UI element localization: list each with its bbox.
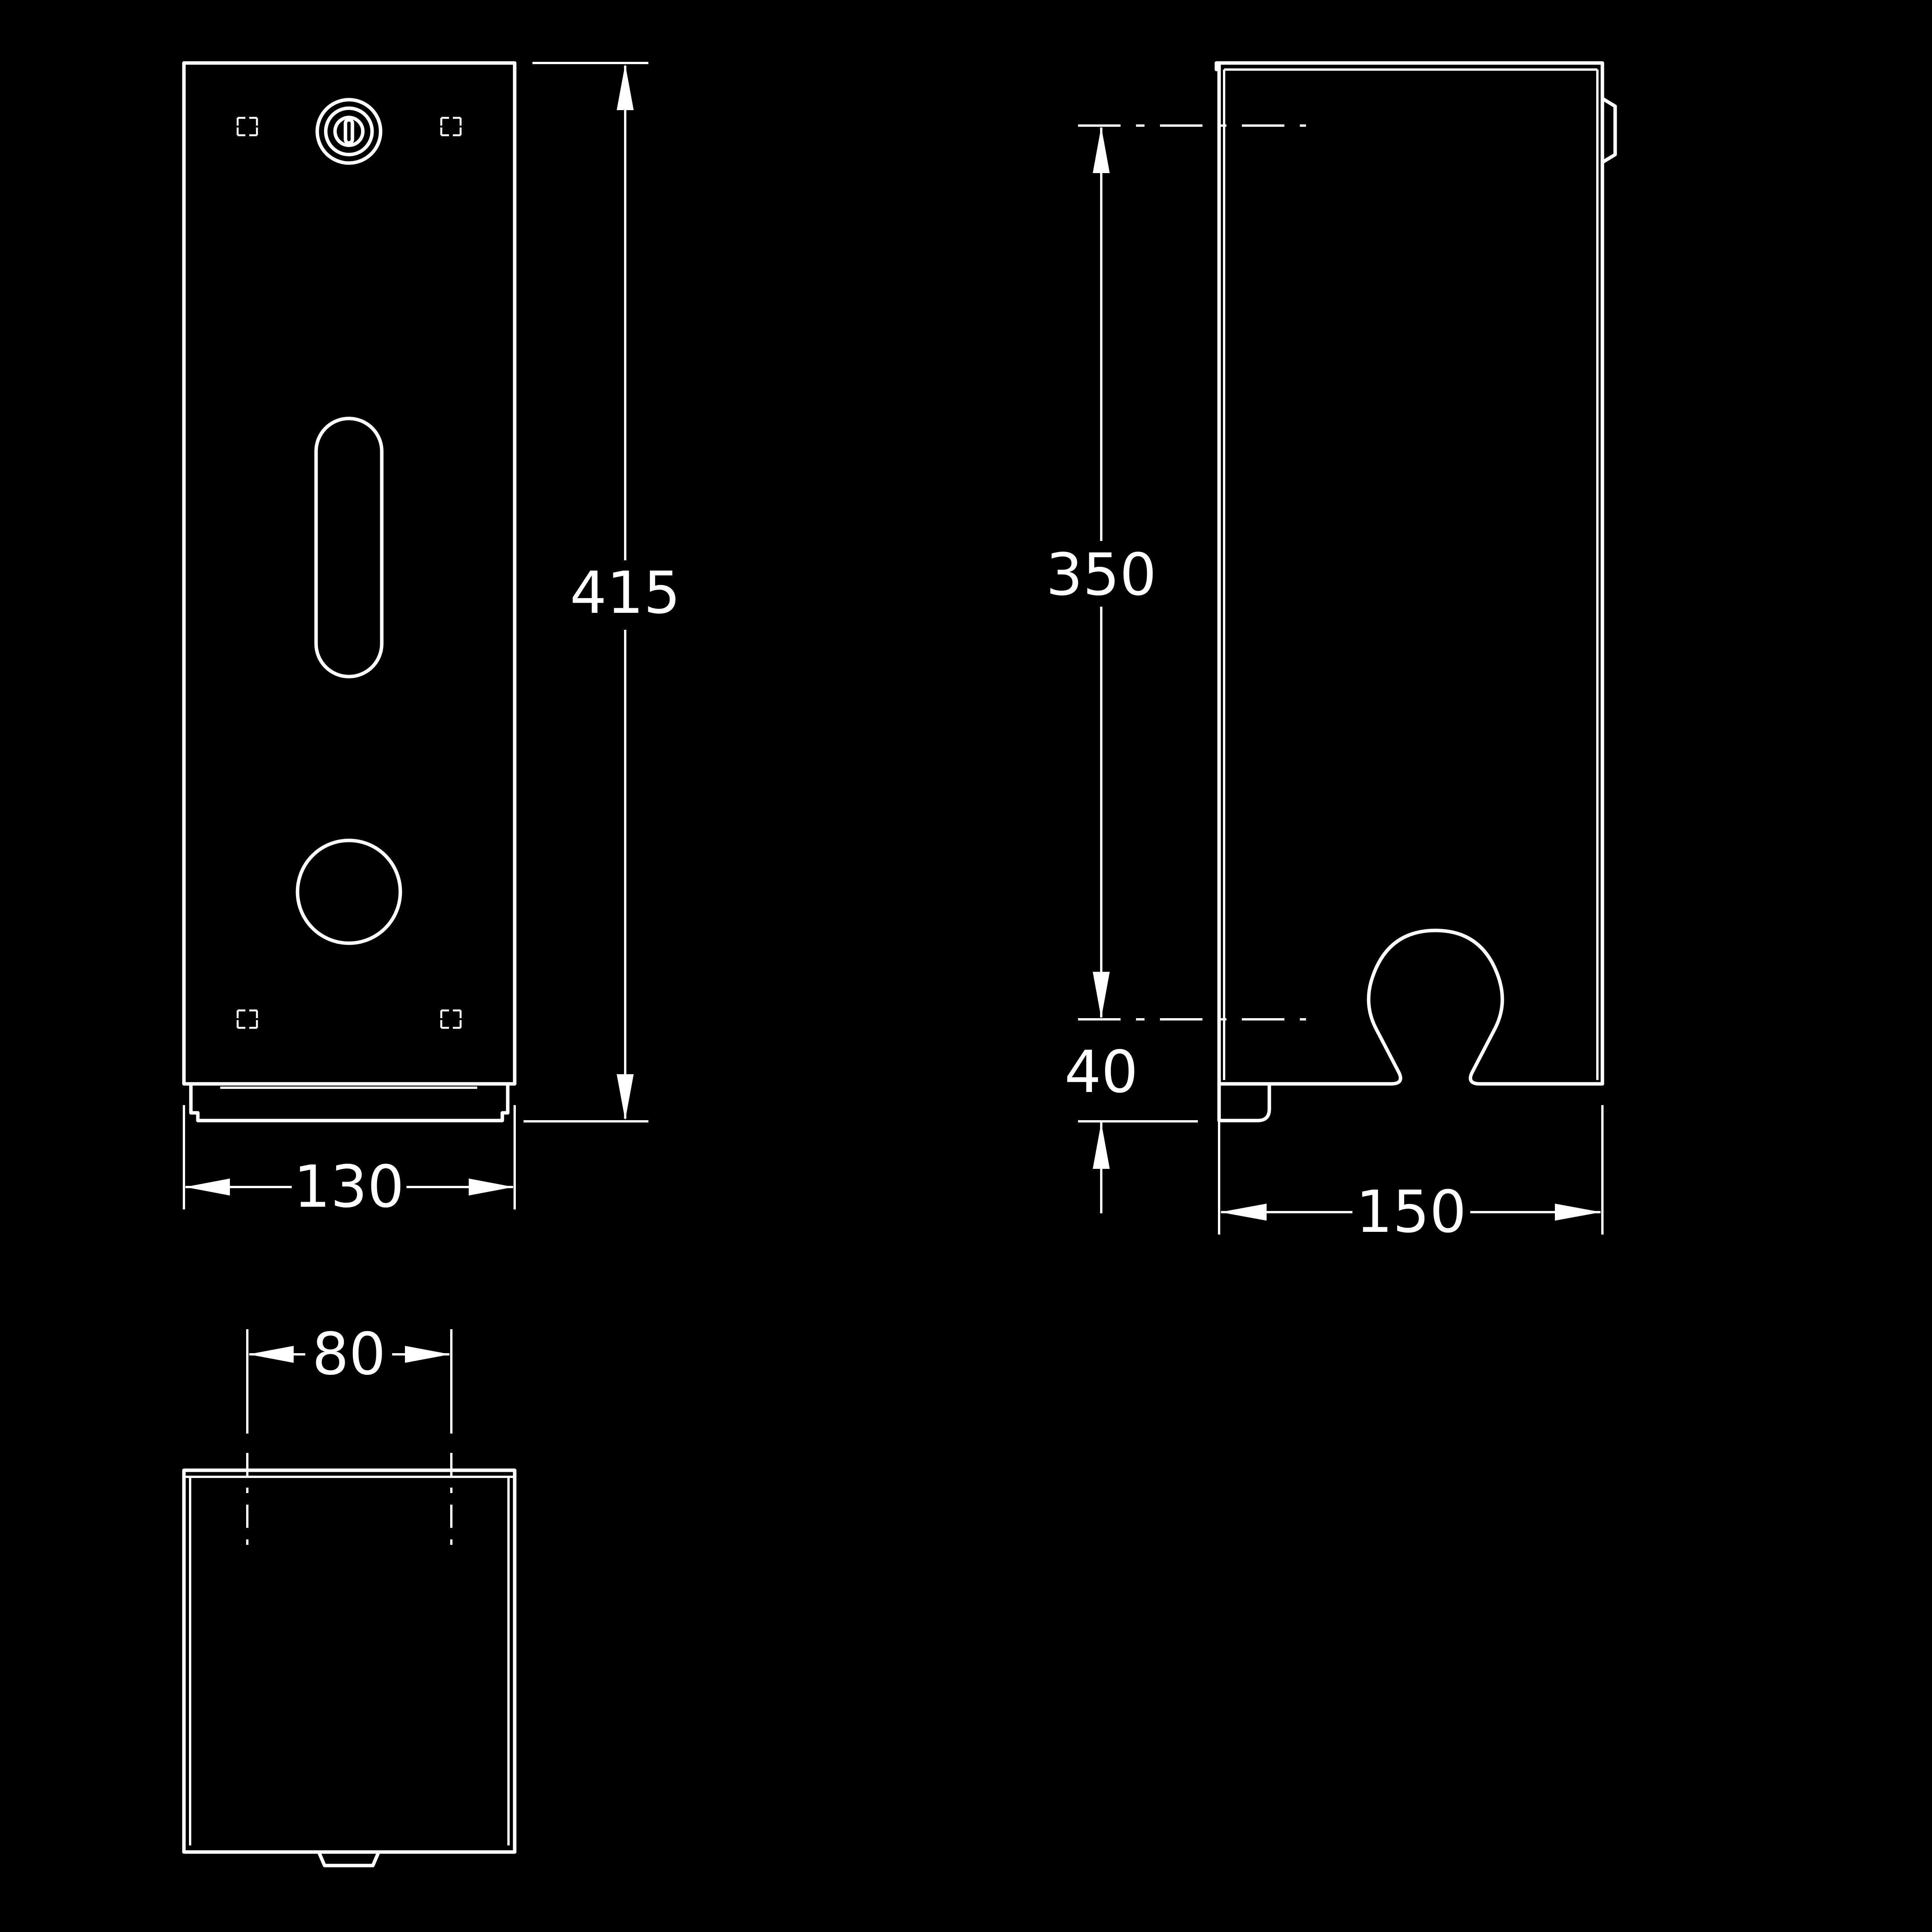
- dimension-hole-spacing: 80: [246, 1321, 452, 1434]
- dimension-width: 130: [183, 1105, 516, 1221]
- lock-icon: [315, 98, 383, 165]
- front-view: 415 130: [182, 61, 680, 1221]
- top-view: 80: [182, 1321, 517, 1867]
- side-bottom-foot: [1217, 1082, 1271, 1122]
- dimension-label-hole-spacing: 80: [312, 1321, 386, 1388]
- push-button: [296, 838, 402, 945]
- dimension-label-height: 415: [570, 560, 680, 627]
- side-lock-protrusion: [1600, 97, 1617, 164]
- dimension-depth: 150: [1218, 1105, 1604, 1246]
- dimension-label-mount-spacing: 350: [1046, 541, 1156, 609]
- dimension-bottom-offset: 40: [1065, 1039, 1138, 1213]
- front-body-outline: [182, 61, 517, 1086]
- level-window: [314, 417, 384, 679]
- front-bottom-tray: [189, 1082, 510, 1122]
- mount-hole-marker-top-left: [236, 117, 258, 136]
- dimension-mount-spacing: 350: [1046, 127, 1156, 1018]
- side-view: 350 40 150: [1046, 61, 1617, 1246]
- dimension-height: 415: [524, 62, 680, 1122]
- dimension-label-bottom-offset: 40: [1065, 1039, 1138, 1106]
- top-bottom-tab: [317, 1850, 381, 1867]
- dimension-label-width: 130: [294, 1153, 404, 1221]
- mount-hole-marker-bottom-left: [236, 1009, 258, 1029]
- mount-hole-marker-bottom-right: [440, 1009, 462, 1029]
- dimension-label-depth: 150: [1356, 1179, 1466, 1246]
- mount-hole-marker-top-right: [440, 117, 462, 136]
- top-body-outline: [182, 1468, 517, 1854]
- side-body-outline: [1217, 62, 1604, 1086]
